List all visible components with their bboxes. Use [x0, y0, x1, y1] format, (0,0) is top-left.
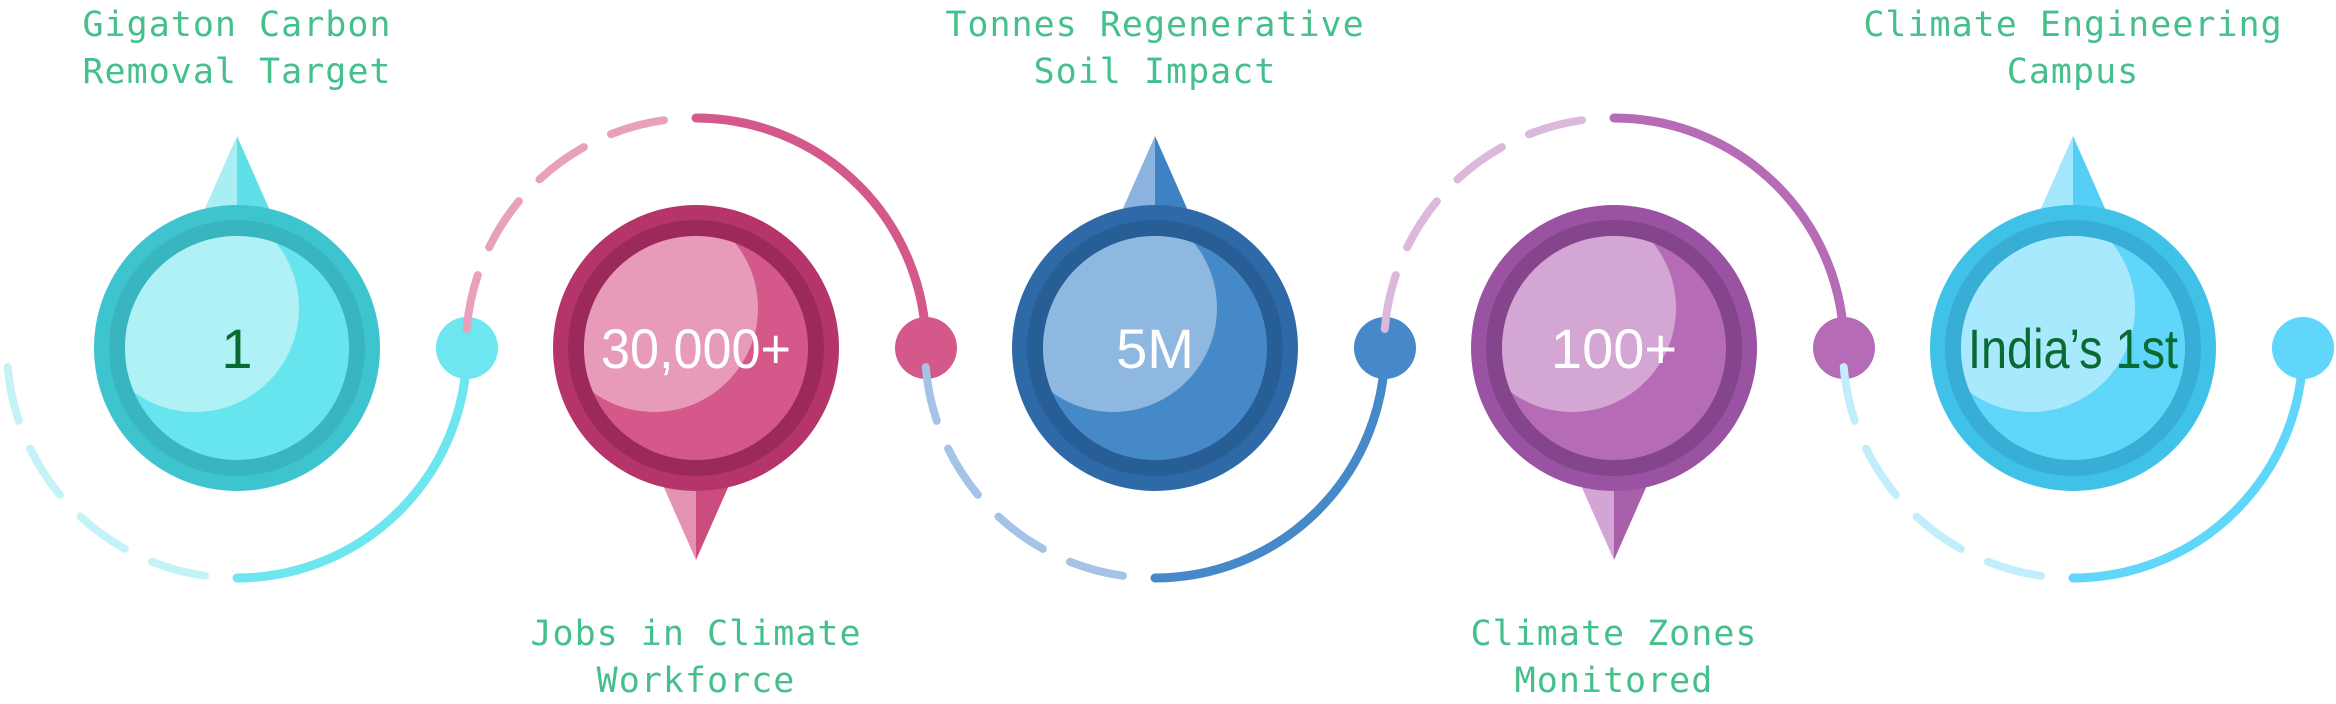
step-value: India’s 1st [1968, 317, 2178, 380]
connector-dashed-arc [462, 116, 668, 360]
step-value: 30,000+ [601, 317, 791, 380]
connector-dashed-arc [1380, 116, 1586, 360]
connector-solid-arc [232, 343, 472, 583]
connector-end-dot [1813, 317, 1875, 379]
label-line: Climate Engineering [1863, 5, 2282, 45]
connector-arcs [3, 113, 2334, 583]
step-4-node: 100+ [1471, 205, 1757, 560]
label-line: Gigaton Carbon [82, 5, 391, 45]
step-value: 1 [221, 317, 252, 380]
step-1-node: 1 [94, 136, 380, 491]
step-5-node: India’s 1st [1930, 136, 2216, 491]
pin-pointer [1576, 474, 1652, 560]
connector-solid-arc [1150, 343, 1390, 583]
connector-end-dot [895, 317, 957, 379]
milestone-nodes: 1 30,000+ 5M 100+ India’s 1st [94, 136, 2216, 560]
label-line: Campus [2007, 52, 2139, 92]
step-value: 100+ [1551, 317, 1677, 380]
label-line: Soil Impact [1034, 52, 1277, 92]
step-4-connector [1380, 113, 1875, 379]
step-3-node: 5M [1012, 136, 1298, 491]
step-2-node: 30,000+ [553, 205, 839, 560]
step-5-connector [1839, 317, 2334, 583]
connector-solid-arc [2068, 343, 2308, 583]
pin-pointer [658, 474, 734, 560]
connector-end-dot [1354, 317, 1416, 379]
label-line: Removal Target [82, 52, 391, 92]
step-1-connector [3, 317, 498, 583]
label-line: Jobs in Climate [530, 614, 861, 654]
step-2-connector [462, 113, 957, 379]
connector-dashed-arc [1839, 336, 2045, 580]
connector-end-dot [436, 317, 498, 379]
connector-solid-arc [691, 113, 931, 353]
label-line: Climate Zones [1471, 614, 1758, 654]
connector-dashed-arc [3, 336, 209, 580]
step-3-connector [921, 317, 1416, 583]
connector-solid-arc [1609, 113, 1849, 353]
pin-pointer [1117, 136, 1193, 222]
label-line: Tonnes Regenerative [945, 5, 1364, 45]
label-line: Workforce [597, 661, 796, 701]
step-value: 5M [1116, 317, 1194, 380]
pin-pointer [199, 136, 275, 222]
label-line: Monitored [1515, 661, 1714, 701]
connector-end-dot [2272, 317, 2334, 379]
connector-dashed-arc [921, 336, 1127, 580]
pin-pointer [2035, 136, 2111, 222]
